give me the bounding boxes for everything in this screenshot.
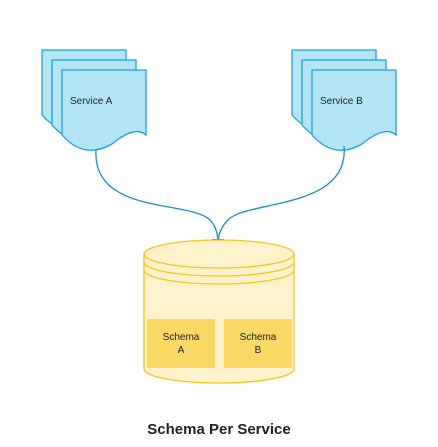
database-top: [143, 239, 295, 269]
service-b-document-stack: Service B: [291, 49, 397, 151]
schema-b-label-line2: B: [255, 345, 262, 356]
diagram-caption: Schema Per Service: [147, 421, 291, 438]
service-a-label: Service A: [70, 96, 113, 107]
connector-service-a: [95, 149, 219, 245]
schema-b-label-line1: Schema: [240, 332, 277, 343]
service-b-label: Service B: [320, 96, 363, 107]
service-b-doc-front: [311, 69, 397, 151]
database-cylinder: Schema A Schema B: [143, 239, 295, 384]
schema-a-label-line1: Schema: [163, 332, 200, 343]
database-rim-2: [143, 269, 295, 285]
connectors: [95, 145, 345, 252]
connector-service-b: [217, 145, 345, 245]
database-rim-1: [143, 261, 295, 277]
schema-b-box: [224, 319, 292, 368]
service-a-document-stack: Service A: [41, 49, 147, 151]
schema-a-box: [147, 319, 215, 368]
service-a-doc-front: [61, 69, 147, 151]
schema-a-label-line2: A: [178, 345, 185, 356]
